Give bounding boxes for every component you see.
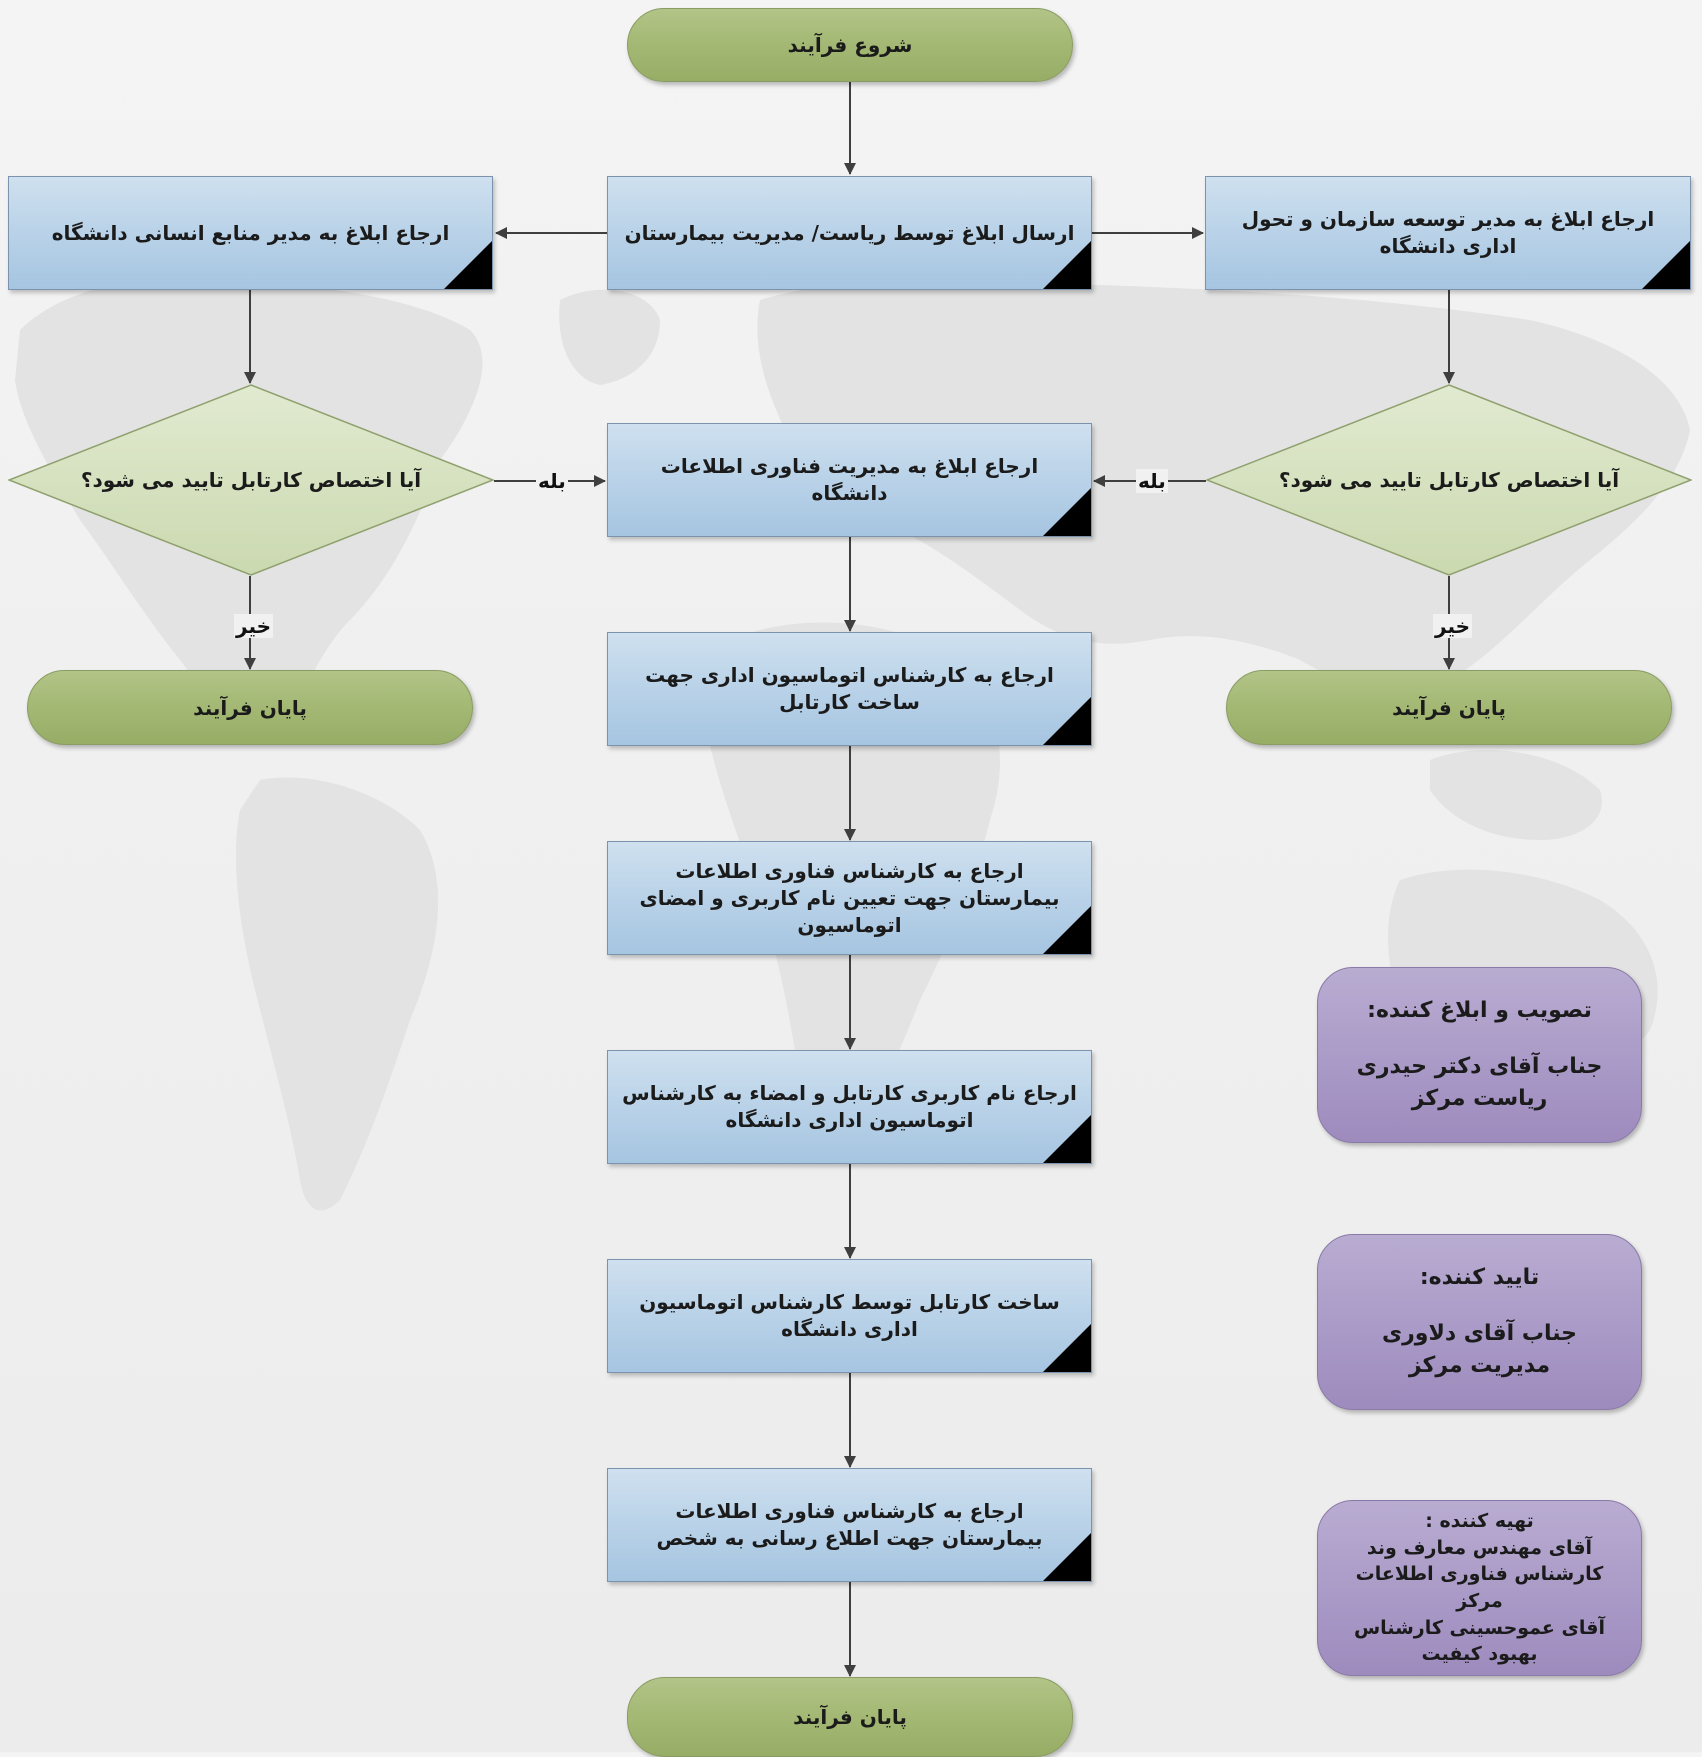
process-build-cartable-label: ساخت کارتابل توسط کارشناس اتوماسیون ادار… [639, 1290, 1060, 1341]
preparer-line2: آقای عموحسینی کارشناس بهبود کیفیت [1353, 1616, 1606, 1666]
confirmer-note: تایید کننده: جناب آقای دلاوری مدیریت مرک… [1317, 1234, 1642, 1410]
process-refer-username-signature-label: ارجاع نام کاربری کارتابل و امضاء به کارش… [622, 1081, 1077, 1132]
south-america-shape [235, 777, 439, 1211]
approver-role: ریاست مرکز [1411, 1085, 1548, 1111]
approver-name: جناب آقای دکتر حیدری [1356, 1054, 1603, 1080]
no-label-right: خیر [1433, 614, 1473, 638]
decision-right-label: آیا اختصاص کارتابل تایید می شود؟ [1278, 468, 1620, 492]
southeast-asia-shape [1430, 750, 1602, 840]
process-refer-it-mgmt: ارجاع ابلاغ به مدیریت فناوری اطلاعات دان… [607, 423, 1092, 537]
yes-label-right: بله [1136, 469, 1168, 493]
process-send-notice-label: ارسال ابلاغ توسط ریاست/ مدیریت بیمارستان [624, 220, 1075, 245]
process-send-notice: ارسال ابلاغ توسط ریاست/ مدیریت بیمارستان [607, 176, 1092, 290]
preparer-line1: آقای مهندس معارف وند کارشناس فناوری اطلا… [1355, 1536, 1604, 1612]
process-corner-mark [1043, 241, 1091, 289]
preparer-title: تهیه کننده : [1425, 1510, 1534, 1533]
decision-diamond-shape [1206, 384, 1692, 576]
process-refer-hospital-it-username-label: ارجاع به کارشناس فناوری اطلاعات بیمارستا… [639, 858, 1060, 937]
process-refer-hospital-it-inform: ارجاع به کارشناس فناوری اطلاعات بیمارستا… [607, 1468, 1092, 1582]
no-label-left: خیر [234, 614, 274, 638]
process-refer-dev-label: ارجاع ابلاغ به مدیر توسعه سازمان و تحول … [1241, 207, 1655, 258]
preparer-note: تهیه کننده : آقای مهندس معارف وند کارشنا… [1317, 1500, 1642, 1676]
process-refer-automation-expert-label: ارجاع به کارشناس اتوماسیون اداری جهت ساخ… [645, 663, 1054, 714]
end-terminal-left: پایان فرآیند [27, 670, 473, 745]
end-right-label: پایان فرآیند [1392, 695, 1506, 720]
approver-title: تصویب و ابلاغ کننده: [1367, 998, 1592, 1024]
end-terminal-right: پایان فرآیند [1226, 670, 1672, 745]
start-label: شروع فرآیند [787, 33, 913, 57]
confirmer-title: تایید کننده: [1419, 1265, 1540, 1291]
approver-note: تصویب و ابلاغ کننده: جناب آقای دکتر حیدر… [1317, 967, 1642, 1143]
process-build-cartable: ساخت کارتابل توسط کارشناس اتوماسیون ادار… [607, 1259, 1092, 1373]
process-refer-hr-label: ارجاع ابلاغ به مدیر منابع انسانی دانشگاه [51, 220, 450, 245]
end-bottom-label: پایان فرآیند [793, 1705, 907, 1729]
process-refer-automation-expert: ارجاع به کارشناس اتوماسیون اداری جهت ساخ… [607, 632, 1092, 746]
yes-label-left: بله [536, 469, 568, 493]
confirmer-role: مدیریت مرکز [1408, 1352, 1551, 1378]
process-refer-it-mgmt-label: ارجاع ابلاغ به مدیریت فناوری اطلاعات دان… [660, 454, 1039, 505]
end-left-label: پایان فرآیند [193, 695, 307, 720]
confirmer-name: جناب آقای دلاوری [1381, 1321, 1578, 1347]
process-corner-mark [444, 241, 492, 289]
process-refer-hospital-it-username: ارجاع به کارشناس فناوری اطلاعات بیمارستا… [607, 841, 1092, 955]
decision-right: آیا اختصاص کارتابل تایید می شود؟ [1206, 384, 1692, 576]
process-refer-hospital-it-inform-label: ارجاع به کارشناس فناوری اطلاعات بیمارستا… [656, 1499, 1043, 1550]
decision-diamond-shape [8, 384, 494, 576]
decision-left-label: آیا اختصاص کارتابل تایید می شود؟ [80, 468, 422, 492]
start-terminal: شروع فرآیند [627, 8, 1073, 82]
end-terminal-bottom: پایان فرآیند [627, 1677, 1073, 1757]
process-refer-dev: ارجاع ابلاغ به مدیر توسعه سازمان و تحول … [1205, 176, 1691, 290]
greenland-shape [559, 289, 660, 385]
decision-left: آیا اختصاص کارتابل تایید می شود؟ [8, 384, 494, 576]
process-refer-hr: ارجاع ابلاغ به مدیر منابع انسانی دانشگاه [8, 176, 493, 290]
process-refer-username-signature: ارجاع نام کاربری کارتابل و امضاء به کارش… [607, 1050, 1092, 1164]
